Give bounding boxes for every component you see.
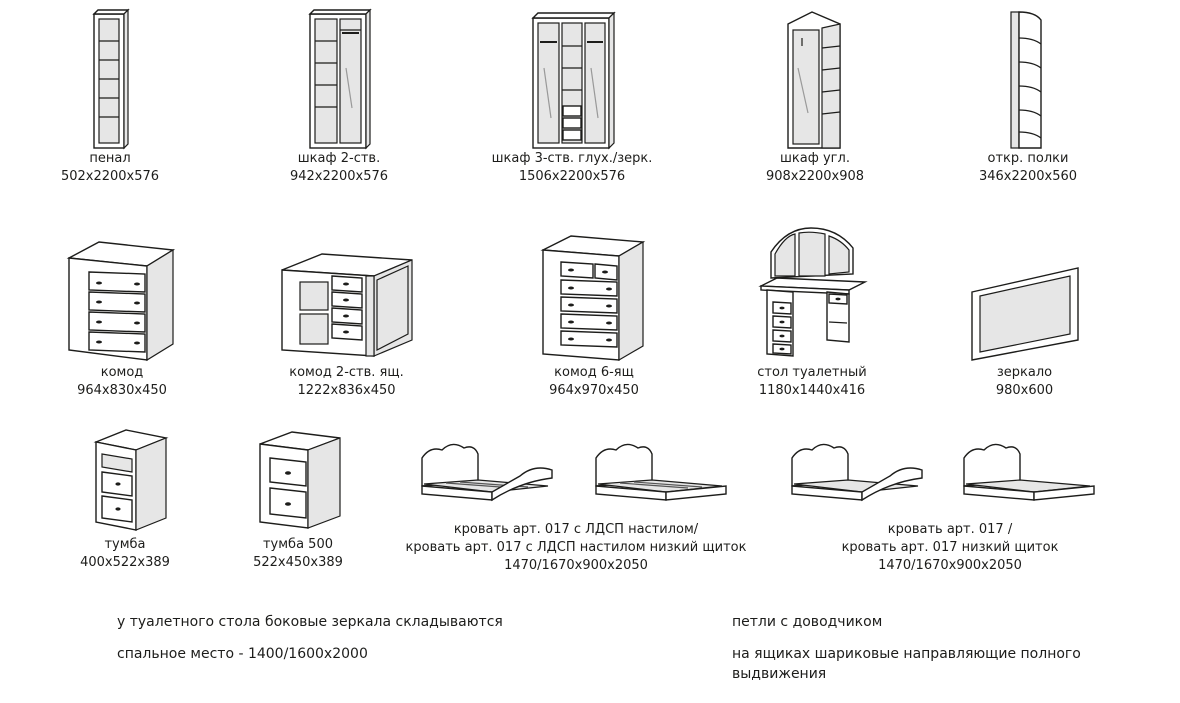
- item-wardrobe-2: шкаф 2-ств. 942x2200x576: [269, 8, 409, 186]
- bed-icon: [595, 443, 727, 501]
- open-shelves-icon: [1010, 11, 1042, 149]
- item-dressing-table: стол туалетный 1180x1440x416: [747, 222, 877, 400]
- bed-icon: [421, 443, 553, 502]
- six-drawer-chest-icon: [540, 235, 646, 362]
- item-size: 908x2200x908: [765, 169, 865, 184]
- bed-line2: кровать арт. 017 с ЛДСП настилом низкий …: [405, 540, 747, 555]
- note-mirrors-fold: у туалетного стола боковые зеркала склад…: [117, 614, 503, 630]
- item-nightstand: тумба 400x522x389: [65, 426, 185, 572]
- item-name: шкаф угл.: [780, 151, 850, 166]
- item-size: 502x2200x576: [60, 169, 160, 184]
- item-size: 964x830x450: [77, 383, 167, 398]
- bed-size: 1470/1670x900x2050: [504, 558, 648, 573]
- item-size: 1506x2200x576: [518, 169, 626, 184]
- item-name: откр. полки: [987, 151, 1069, 166]
- item-name: комод 6-ящ: [554, 365, 634, 380]
- bed-line2: кровать арт. 017 низкий щиток: [841, 540, 1059, 555]
- item-wardrobe-3: шкаф 3-ств. глух./зерк. 1506x2200x576: [482, 8, 662, 186]
- bed-icon: [791, 443, 923, 502]
- chest-of-drawers-icon: [66, 241, 176, 362]
- two-door-chest-icon: [280, 253, 413, 357]
- item-size: 522x450x389: [253, 555, 343, 570]
- item-name: тумба 500: [262, 537, 333, 552]
- item-commode-6: комод 6-ящ 964x970x450: [529, 222, 659, 400]
- item-size: 980x600: [995, 383, 1054, 398]
- item-name: пенал: [89, 151, 131, 166]
- pencil-case-cabinet-icon: [92, 8, 130, 150]
- item-size: 942x2200x576: [289, 169, 389, 184]
- bed-caption-basic: кровать арт. 017 / кровать арт. 017 низк…: [810, 521, 1090, 575]
- item-size: 1180x1440x416: [758, 383, 866, 398]
- item-name: комод: [100, 365, 144, 380]
- mirror-icon: [970, 267, 1079, 361]
- item-name: стол туалетный: [757, 365, 867, 380]
- item-name: тумба: [104, 537, 146, 552]
- note-drawer-runners: на ящиках шариковые направляющие полного…: [732, 646, 1081, 682]
- note-sleeping-place: спальное место - 1400/1600x2000: [117, 646, 368, 662]
- item-nightstand-500: тумба 500 522x450x389: [238, 426, 358, 572]
- item-size: 964x970x450: [549, 383, 639, 398]
- bed-size: 1470/1670x900x2050: [878, 558, 1022, 573]
- item-name: комод 2-ств. ящ.: [289, 365, 404, 380]
- corner-wardrobe-icon: [787, 11, 841, 149]
- item-commode: комод 964x830x450: [57, 240, 187, 400]
- two-door-wardrobe-icon: [308, 8, 372, 150]
- bed-line1: кровать арт. 017 /: [887, 522, 1013, 537]
- item-name: шкаф 3-ств. глух./зерк.: [491, 151, 653, 166]
- nightstand-icon: [93, 429, 169, 531]
- bed-icon: [963, 443, 1095, 501]
- item-corner-wardrobe: шкаф угл. 908x2200x908: [760, 8, 870, 186]
- item-size: 400x522x389: [80, 555, 170, 570]
- item-name: шкаф 2-ств.: [297, 151, 381, 166]
- item-penal: пенал 502x2200x576: [50, 8, 170, 186]
- bed-caption-ldsp: кровать арт. 017 с ЛДСП настилом/ кроват…: [380, 521, 772, 575]
- nightstand-500-icon: [259, 431, 341, 529]
- bed-line1: кровать арт. 017 с ЛДСП настилом/: [453, 522, 699, 537]
- item-open-shelves: откр. полки 346x2200x560: [968, 8, 1088, 186]
- item-size: 346x2200x560: [978, 169, 1078, 184]
- item-name: зеркало: [996, 365, 1053, 380]
- dressing-table-icon: [758, 227, 868, 357]
- item-mirror: зеркало 980x600: [962, 262, 1087, 400]
- item-size: 1222x836x450: [297, 383, 396, 398]
- note-soft-close-hinges: петли с доводчиком: [732, 614, 883, 630]
- item-commode-2: комод 2-ств. ящ. 1222x836x450: [264, 240, 429, 400]
- three-door-wardrobe-icon: [531, 11, 616, 150]
